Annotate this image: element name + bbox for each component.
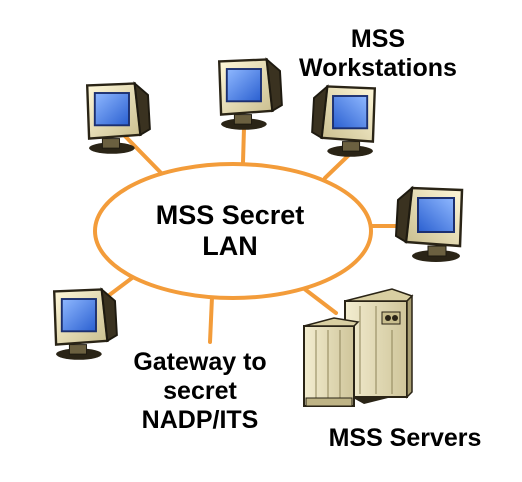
gateway-label: Gateway to secret NADP/ITS (110, 348, 290, 435)
crt-monitor-icon (394, 186, 464, 264)
workstations-label: MSS Workstations (278, 25, 478, 83)
servers-label: MSS Servers (328, 424, 482, 452)
lan-label-line2: LAN (202, 231, 258, 261)
lan-label: MSS Secret LAN (130, 200, 330, 262)
gateway-label-line3: NADP/ITS (141, 406, 259, 434)
lan-label-line1: MSS Secret (155, 200, 305, 230)
link-workstation-top (241, 126, 246, 164)
gateway-label-line2: secret (163, 377, 237, 405)
crt-monitor-icon (53, 288, 119, 361)
lan-ring (93, 162, 373, 300)
workstations-label-line2: Workstations (299, 54, 457, 82)
crt-monitor-icon (310, 85, 376, 158)
server-cabinet-icon (303, 288, 414, 407)
workstations-label-line1: MSS (350, 25, 406, 53)
link-gateway (208, 295, 214, 344)
crt-monitor-icon (218, 58, 284, 131)
gateway-label-line1: Gateway to (133, 348, 267, 376)
crt-monitor-icon (86, 82, 152, 155)
